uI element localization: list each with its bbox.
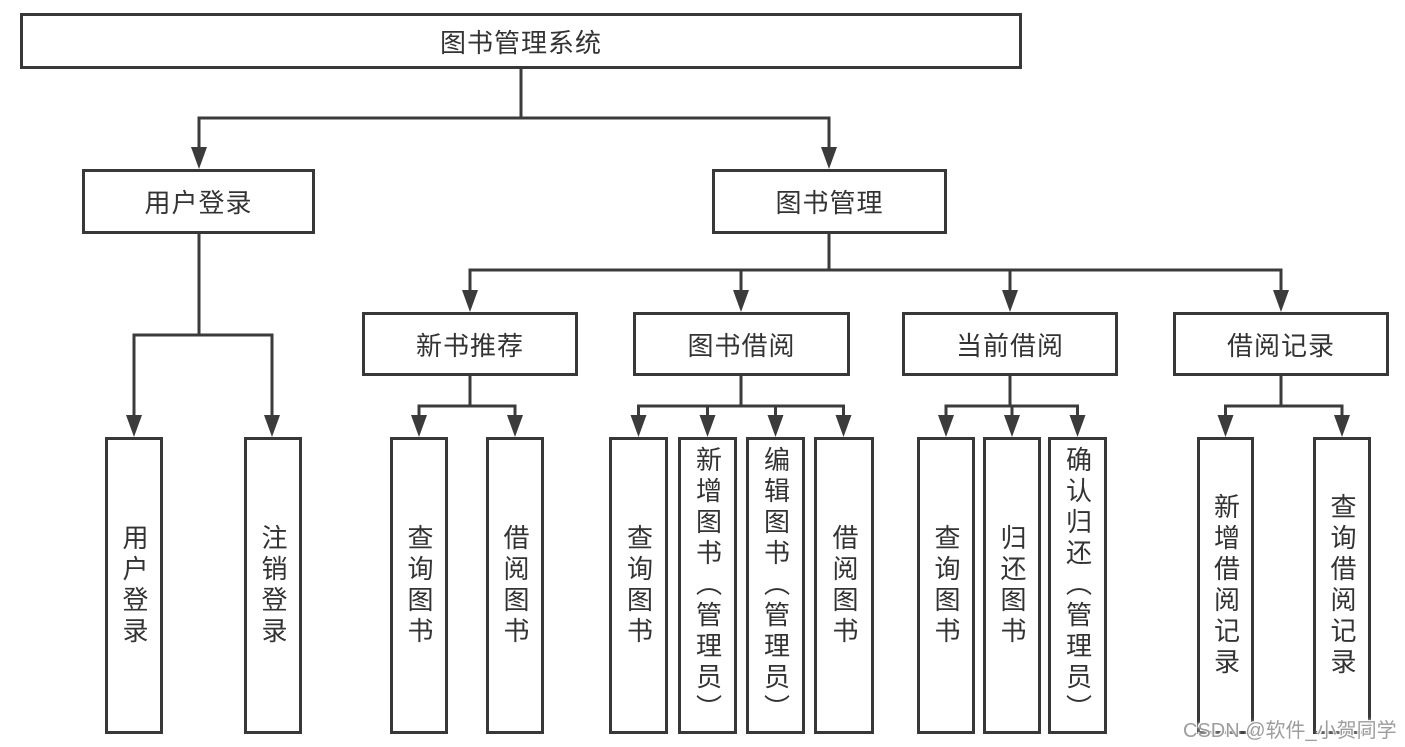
node-label: 归还图书 bbox=[997, 523, 1027, 648]
node-current-borrowing: 当前借阅 bbox=[902, 312, 1118, 376]
node-label: 图书借阅 bbox=[687, 330, 796, 361]
node-book-management-branch: 图书管理 bbox=[712, 169, 947, 234]
leaf-bb-borrow-books: 借阅图书 bbox=[814, 437, 874, 734]
node-label: 新增借阅记录 bbox=[1210, 492, 1241, 679]
node-label: 编辑图书（管理员） bbox=[760, 446, 791, 725]
node-user-login-branch: 用户登录 bbox=[82, 169, 315, 234]
node-label: 当前借阅 bbox=[955, 330, 1064, 361]
node-label: 新书推荐 bbox=[415, 330, 524, 361]
arrowheads bbox=[126, 147, 1350, 437]
leaf-nbr-query-books: 查询图书 bbox=[390, 437, 448, 734]
node-label: 图书管理 bbox=[775, 188, 884, 218]
node-borrowing-records: 借阅记录 bbox=[1173, 312, 1389, 376]
leaf-user-login: 用户登录 bbox=[105, 437, 163, 734]
node-label: 借阅图书 bbox=[500, 523, 530, 648]
node-label: 新增图书（管理员） bbox=[692, 446, 723, 725]
leaf-bb-query-books: 查询图书 bbox=[609, 437, 668, 734]
leaf-br-query-record: 查询借阅记录 bbox=[1313, 437, 1371, 734]
leaf-br-add-record: 新增借阅记录 bbox=[1197, 437, 1254, 734]
elbow-connectors bbox=[132, 65, 1344, 418]
node-label: 查询图书 bbox=[404, 523, 434, 648]
node-label: 查询图书 bbox=[931, 523, 961, 648]
node-label: 借阅图书 bbox=[829, 523, 859, 648]
leaf-logout-login: 注销登录 bbox=[244, 437, 302, 734]
node-label: 查询图书 bbox=[623, 523, 654, 648]
leaf-cb-return-books: 归还图书 bbox=[983, 437, 1041, 734]
leaf-bb-edit-books-admin: 编辑图书（管理员） bbox=[746, 437, 805, 734]
node-label: 借阅记录 bbox=[1226, 330, 1335, 361]
leaf-bb-add-books-admin: 新增图书（管理员） bbox=[678, 437, 737, 734]
node-label: 图书管理系统 bbox=[439, 27, 602, 58]
csdn-watermark: CSDN @软件_小贺同学 bbox=[1183, 720, 1397, 742]
node-label: 注销登录 bbox=[258, 523, 288, 648]
leaf-nbr-borrow-books: 借阅图书 bbox=[486, 437, 544, 734]
node-label: 用户登录 bbox=[144, 188, 253, 218]
node-label: 确认归还（管理员） bbox=[1062, 446, 1093, 725]
node-label: 查询借阅记录 bbox=[1327, 492, 1357, 679]
node-library-management-system: 图书管理系统 bbox=[20, 13, 1022, 69]
leaf-cb-confirm-return-admin: 确认归还（管理员） bbox=[1048, 437, 1107, 734]
leaf-cb-query-books: 查询图书 bbox=[917, 437, 975, 734]
node-label: 用户登录 bbox=[119, 523, 149, 648]
node-book-borrowing: 图书借阅 bbox=[633, 312, 850, 376]
node-new-book-recommend: 新书推荐 bbox=[362, 312, 578, 376]
